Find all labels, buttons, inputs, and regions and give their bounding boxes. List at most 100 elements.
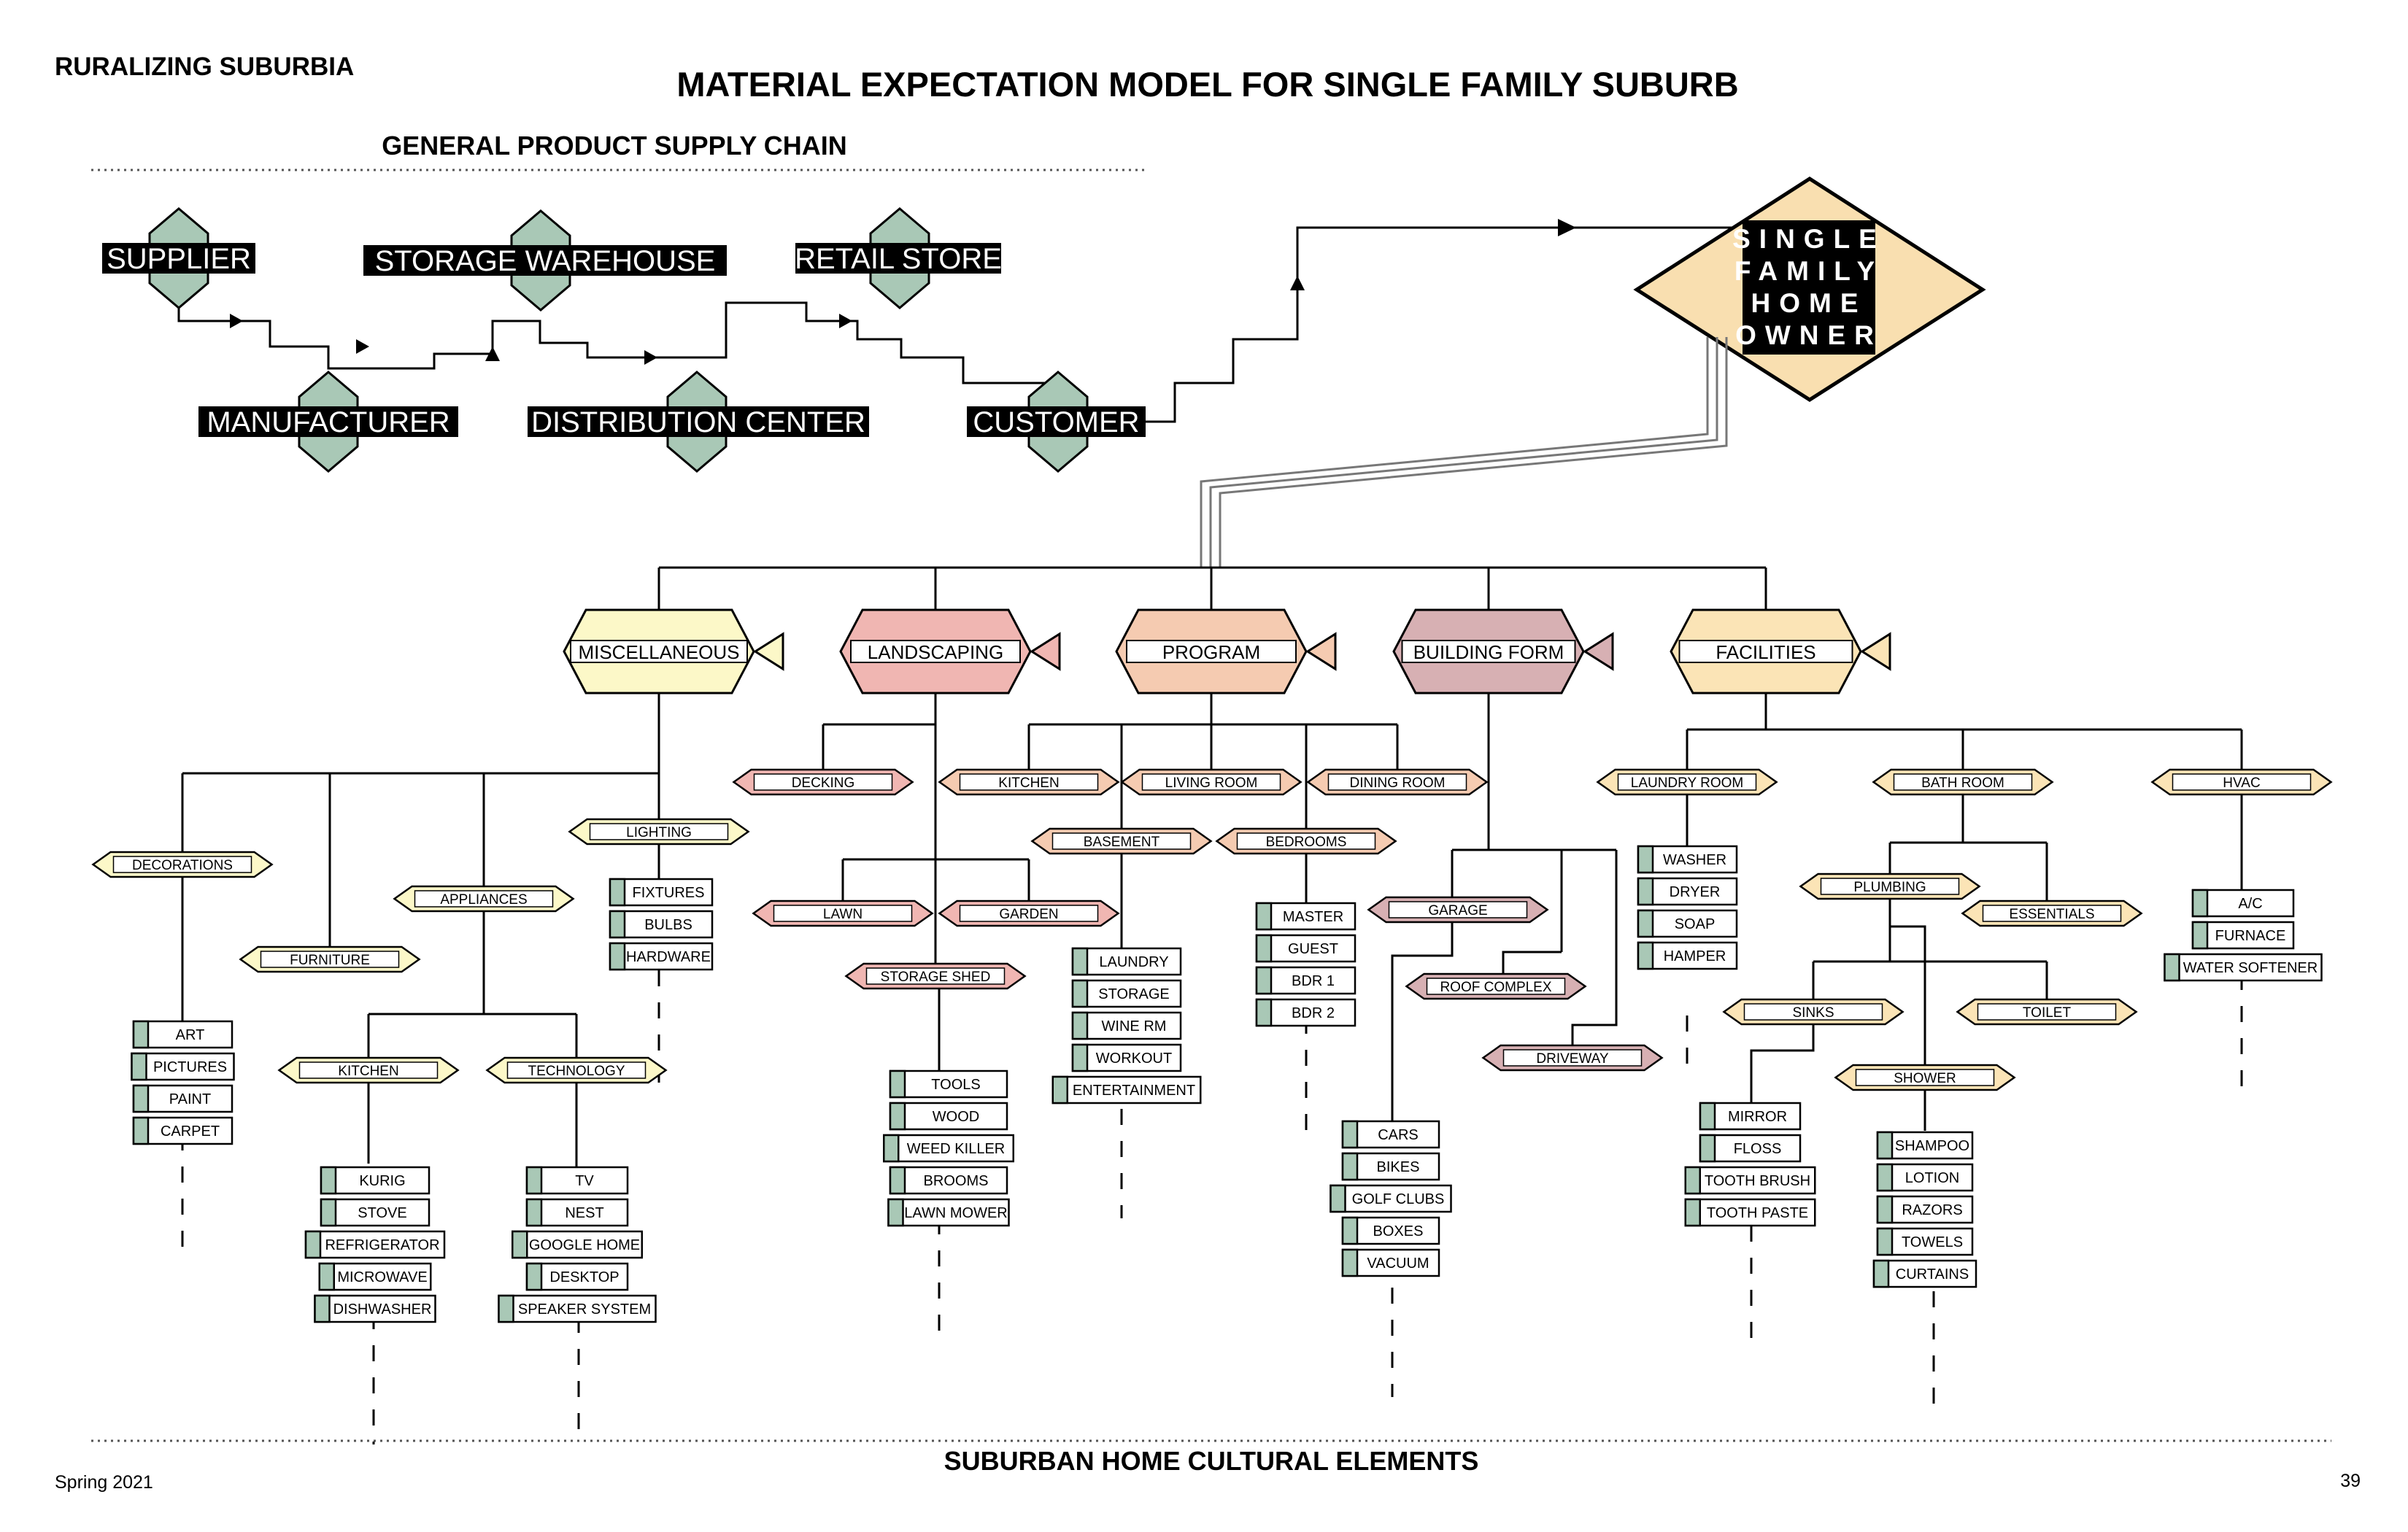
item-tab <box>498 1294 514 1323</box>
item-tab <box>320 1198 337 1227</box>
category-label: BUILDING FORM <box>1413 641 1564 663</box>
item-carpet: CARPET <box>132 1116 234 1145</box>
item-lawn-mower: LAWN MOWER <box>887 1198 1010 1227</box>
item-label: GUEST <box>1288 941 1338 957</box>
item-box <box>1255 934 1357 963</box>
item-label: BDR 2 <box>1292 1005 1335 1021</box>
item-tab <box>132 1084 150 1113</box>
item-label: WATER SOFTENER <box>2183 960 2318 976</box>
node-miscellaneous-appliances: APPLIANCES <box>393 885 575 913</box>
item-tab <box>1071 1043 1089 1072</box>
item-box <box>1684 1198 1816 1227</box>
node-label-box <box>1327 773 1467 791</box>
item-label: RAZORS <box>1902 1202 1962 1218</box>
node-label-box <box>1502 1049 1643 1067</box>
item-label: REFRIGERATOR <box>325 1237 439 1253</box>
node-label-box <box>112 856 252 873</box>
item-boxes: BOXES <box>1341 1216 1440 1245</box>
node-landscaping-storage-shed: STORAGE SHED <box>844 962 1027 990</box>
node-landscaping-decking: DECKING <box>732 768 914 796</box>
supply-node-label: RETAIL STORE <box>795 243 1002 275</box>
item-box <box>1341 1120 1440 1149</box>
supply-chain-arrowheads <box>230 219 1576 365</box>
node-label-box <box>773 905 913 922</box>
node-facilities-sinks: SINKS <box>1722 998 1905 1026</box>
node-label-box <box>1388 901 1528 918</box>
item-label: BDR 1 <box>1292 973 1335 989</box>
item-label: CARPET <box>161 1123 220 1140</box>
tree-connectors <box>181 566 2243 1175</box>
node-label-box <box>1051 832 1192 850</box>
item-label: FIXTURES <box>633 885 705 901</box>
item-refrigerator: REFRIGERATOR <box>304 1230 446 1259</box>
item-tab <box>304 1230 322 1259</box>
node-label-box <box>414 890 554 908</box>
item-tab <box>1255 934 1273 963</box>
node-facilities-plumbing: PLUMBING <box>1799 873 1981 900</box>
node-landscaping-lawn: LAWN <box>752 900 934 927</box>
item-box <box>314 1294 436 1323</box>
item-box <box>1341 1152 1440 1181</box>
node-label: GARDEN <box>999 907 1058 922</box>
item-kurig: KURIG <box>320 1166 431 1195</box>
item-tab <box>525 1262 543 1291</box>
supply-node-label-box <box>198 406 458 437</box>
item-tab <box>132 1116 150 1145</box>
node-label: TOILET <box>2023 1005 2072 1021</box>
category-landscaping: LANDSCAPING <box>839 608 1061 695</box>
category-label: FACILITIES <box>1716 641 1815 663</box>
node-label-box <box>1141 773 1281 791</box>
item-nest: NEST <box>525 1198 629 1227</box>
item-razors: RAZORS <box>1876 1195 1974 1224</box>
node-miscellaneous-appliances-technology: TECHNOLOGY <box>485 1056 668 1084</box>
item-golf-clubs: GOLF CLUBS <box>1330 1184 1452 1213</box>
item-tab <box>2191 921 2209 950</box>
item-box <box>1341 1248 1440 1277</box>
item-master: MASTER <box>1255 902 1357 931</box>
owner-connector <box>1200 337 1728 568</box>
item-tab <box>512 1230 528 1259</box>
item-box <box>525 1262 629 1291</box>
node-building-form-roof-complex: ROOF COMPLEX <box>1405 972 1587 1000</box>
node-label: APPLIANCES <box>440 892 527 908</box>
node-label: HVAC <box>2223 775 2260 791</box>
item-box <box>498 1294 657 1323</box>
item-wood: WOOD <box>889 1102 1008 1131</box>
item-cars: CARS <box>1341 1120 1440 1149</box>
item-box <box>1071 947 1182 976</box>
supply-node-label-box <box>967 406 1146 437</box>
node-program-dining-room: DINING ROOM <box>1306 768 1489 796</box>
item-tv: TV <box>525 1166 629 1195</box>
item-tab <box>889 1102 906 1131</box>
category-label-box <box>850 640 1021 663</box>
item-water-softener: WATER SOFTENER <box>2164 953 2323 982</box>
category-pointer <box>1305 632 1337 671</box>
item-box <box>887 1198 1010 1227</box>
item-tab <box>889 1069 906 1099</box>
node-label-box <box>1617 773 1757 791</box>
node-label-box <box>1236 832 1376 850</box>
item-label: VACUUM <box>1367 1256 1429 1272</box>
item-list-miscellaneous-appliances-kitchen: KURIGSTOVEREFRIGERATORMICROWAVEDISHWASHE… <box>304 1166 446 1323</box>
item-label: NEST <box>565 1205 603 1221</box>
item-curtains: CURTAINS <box>1872 1259 1977 1288</box>
item-label: TV <box>575 1173 594 1189</box>
supply-node-retail-store: RETAIL STORE <box>795 207 1002 309</box>
item-label: PAINT <box>169 1091 211 1107</box>
node-label-box <box>2172 773 2312 791</box>
item-label: TOOTH BRUSH <box>1705 1173 1810 1189</box>
item-box <box>1876 1195 1974 1224</box>
item-tab <box>318 1262 335 1291</box>
node-label: SINKS <box>1792 1005 1834 1021</box>
node-label: KITCHEN <box>338 1064 398 1079</box>
item-tab <box>1699 1134 1716 1163</box>
item-tab <box>1876 1227 1894 1256</box>
footer-title: SUBURBAN HOME CULTURAL ELEMENTS <box>944 1446 1479 1476</box>
node-program-living-room: LIVING ROOM <box>1120 768 1303 796</box>
category-label-box <box>570 640 748 663</box>
